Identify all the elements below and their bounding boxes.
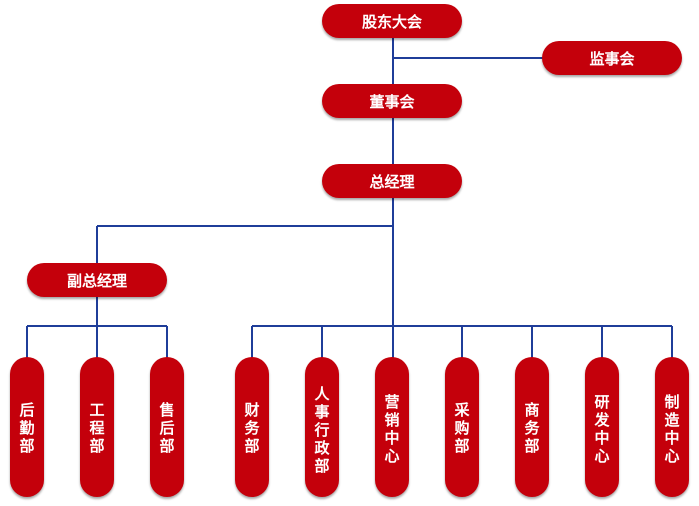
node-label: 监事会 xyxy=(589,49,635,68)
node-general-manager: 总经理 xyxy=(322,164,462,198)
node-rnd-center: 研发中心 xyxy=(585,357,619,497)
node-shareholders-meeting: 股东大会 xyxy=(322,4,462,38)
node-label: 人事行政部 xyxy=(314,385,330,475)
node-business-dept: 商务部 xyxy=(515,357,549,497)
node-manufacturing-center: 制造中心 xyxy=(655,357,689,497)
node-vice-general-manager: 副总经理 xyxy=(27,263,167,297)
node-label: 董事会 xyxy=(369,92,415,111)
node-label: 副总经理 xyxy=(66,271,127,290)
node-marketing-center: 营销中心 xyxy=(375,357,409,497)
node-purchasing-dept: 采购部 xyxy=(445,357,479,497)
node-after-sales-dept: 售后部 xyxy=(150,357,184,497)
node-logistics-dept: 后勤部 xyxy=(10,357,44,497)
node-hr-admin-dept: 人事行政部 xyxy=(305,357,339,497)
node-board-of-directors: 董事会 xyxy=(322,84,462,118)
node-label: 工程部 xyxy=(89,401,105,455)
node-label: 后勤部 xyxy=(19,401,35,455)
node-label: 股东大会 xyxy=(361,12,422,31)
node-engineering-dept: 工程部 xyxy=(80,357,114,497)
node-label: 制造中心 xyxy=(664,393,680,465)
node-label: 售后部 xyxy=(159,401,175,455)
node-label: 采购部 xyxy=(454,401,470,455)
node-label: 总经理 xyxy=(369,172,415,191)
node-label: 财务部 xyxy=(244,401,260,455)
node-finance-dept: 财务部 xyxy=(235,357,269,497)
node-label: 营销中心 xyxy=(384,393,400,465)
node-label: 研发中心 xyxy=(594,393,610,465)
node-label: 商务部 xyxy=(524,401,540,455)
node-supervisory-board: 监事会 xyxy=(542,41,682,75)
